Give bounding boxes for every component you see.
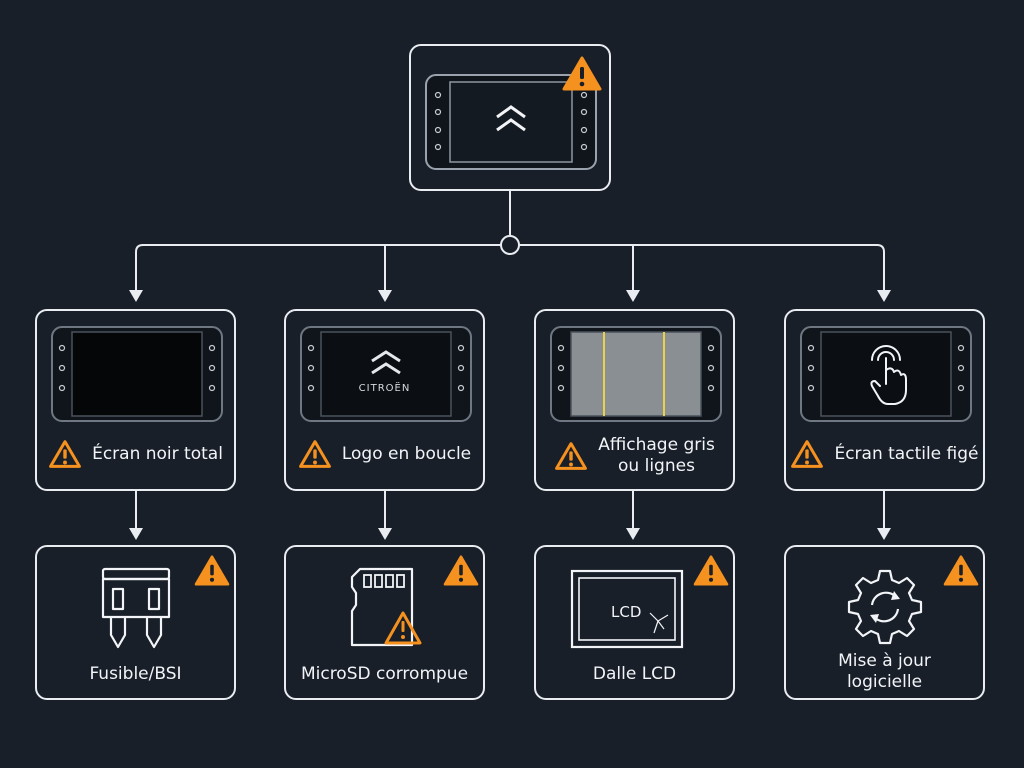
- software-update-gear-icon: [847, 569, 923, 645]
- fuse-icon: [101, 567, 171, 649]
- cause-label: MicroSD corrompue: [300, 664, 469, 684]
- symptom-label-row: Logo en boucle: [286, 439, 483, 469]
- symptom-grey-lines: Affichage gris ou lignes: [534, 309, 735, 491]
- warning-icon: [791, 440, 824, 468]
- cause-label: Mise à jour logicielle: [786, 651, 983, 693]
- warning-icon: [693, 555, 729, 586]
- warning-icon: [49, 440, 82, 468]
- warning-icon: [943, 555, 979, 586]
- symptom-logo-loop: CITROËN Logo en boucle: [284, 309, 485, 491]
- cause-label-line-2: logicielle: [846, 672, 923, 692]
- symptom-black-screen: Écran noir total: [35, 309, 236, 491]
- microsd-card-icon: [350, 567, 422, 647]
- symptom-label: Écran tactile figé: [834, 443, 979, 464]
- cracked-lcd-icon: [570, 569, 684, 649]
- symptom-label-row: Écran noir total: [37, 439, 234, 469]
- symptom-label-row: Affichage gris ou lignes: [536, 435, 733, 477]
- symptom-frozen-touch: Écran tactile figé: [784, 309, 985, 491]
- warning-icon: [194, 555, 230, 586]
- cause-microsd: MicroSD corrompue: [284, 545, 485, 700]
- infotainment-unit-icon: [300, 326, 472, 422]
- infotainment-unit-icon: [51, 326, 223, 422]
- infotainment-unit-icon: [800, 326, 972, 422]
- symptom-label-line-2: ou lignes: [618, 456, 695, 476]
- cause-software: Mise à jour logicielle: [784, 545, 985, 700]
- citroen-logo-text: CITROËN: [358, 383, 411, 394]
- symptom-label: Affichage gris ou lignes: [598, 435, 715, 477]
- cause-fuse: Fusible/BSI: [35, 545, 236, 700]
- infotainment-unit-icon: [550, 326, 722, 422]
- lcd-text: LCD: [611, 603, 642, 621]
- warning-icon: [298, 440, 331, 468]
- cause-label: Dalle LCD: [592, 664, 677, 684]
- cause-label: Fusible/BSI: [89, 664, 182, 684]
- warning-icon: [555, 442, 588, 470]
- symptom-label-line-1: Affichage gris: [598, 435, 715, 455]
- infotainment-unit-icon: [425, 74, 597, 170]
- symptom-label: Écran noir total: [92, 443, 223, 464]
- warning-icon: [562, 56, 602, 91]
- root-node: [409, 44, 611, 191]
- warning-icon: [443, 555, 479, 586]
- cause-label-line-1: Mise à jour: [838, 651, 931, 671]
- symptom-label: Logo en boucle: [341, 443, 472, 464]
- cause-lcd: LCD Dalle LCD: [534, 545, 735, 700]
- symptom-label-row: Écran tactile figé: [786, 439, 983, 469]
